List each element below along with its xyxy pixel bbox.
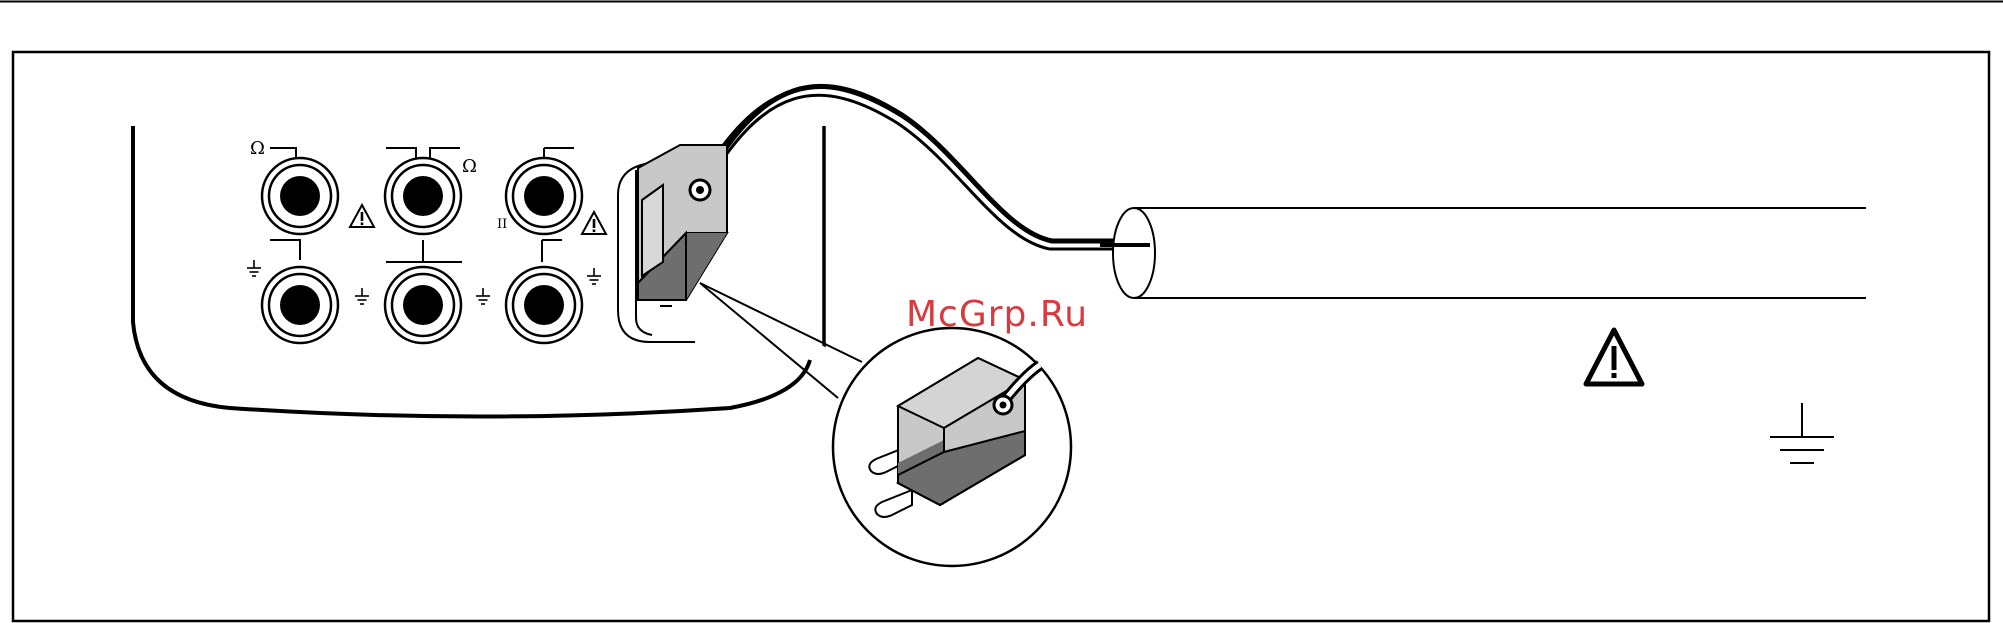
thermocouple-plug-icon [638,145,727,306]
watermark-text: McGrp.Ru [906,294,1088,335]
terminal-jack [506,158,582,234]
terminal-jack [262,267,338,343]
callout-pointer [700,283,870,380]
terminal-jack [385,158,461,234]
terminal-jack [262,158,338,234]
roman-two-label: II [497,217,507,232]
cable-icon [1113,208,1866,298]
terminal-jack [506,267,582,343]
cable-wire-outer [698,91,1150,245]
ohm-label-left: Ω [250,138,265,159]
warning-triangle-icon [582,212,606,234]
terminal-jack [385,267,461,343]
ground-symbol-icon [1770,403,1834,463]
warning-triangle-icon [350,205,374,227]
ohm-label-right: Ω [462,156,477,177]
warning-triangle-icon [1586,330,1642,384]
